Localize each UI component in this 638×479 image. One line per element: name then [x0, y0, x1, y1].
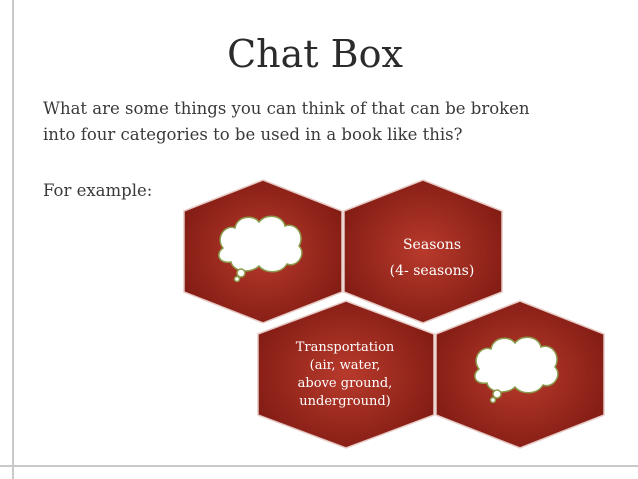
hexagon-top-right: [343, 179, 503, 324]
hexagon-label-transportation: Transportation (air, water, above ground…: [280, 339, 410, 411]
thought-bubble-icon: [218, 215, 303, 283]
hexagon-label-line: (4- seasons): [389, 263, 475, 279]
hexagon-label-line: above ground,: [297, 376, 393, 391]
body-line: into four categories to be used in a boo…: [43, 125, 463, 144]
hexagon-label-line: Seasons: [402, 237, 462, 253]
example-label: For example:: [43, 181, 153, 200]
thought-bubble-icon: [474, 336, 559, 404]
hexagon-bottom-left: [257, 300, 435, 449]
hexagon-label-line: Transportation: [295, 340, 395, 355]
hexagon-label-seasons: Seasons (4- seasons): [362, 232, 502, 284]
body-line: What are some things you can think of th…: [43, 99, 530, 118]
slide-body-text: What are some things you can think of th…: [43, 96, 613, 148]
slide-title: Chat Box: [227, 32, 403, 76]
hexagon-label-line: underground): [299, 394, 391, 409]
slide-frame-left: [12, 0, 14, 479]
slide-frame-bottom: [0, 465, 638, 467]
hexagon-label-line: (air, water,: [309, 358, 381, 373]
